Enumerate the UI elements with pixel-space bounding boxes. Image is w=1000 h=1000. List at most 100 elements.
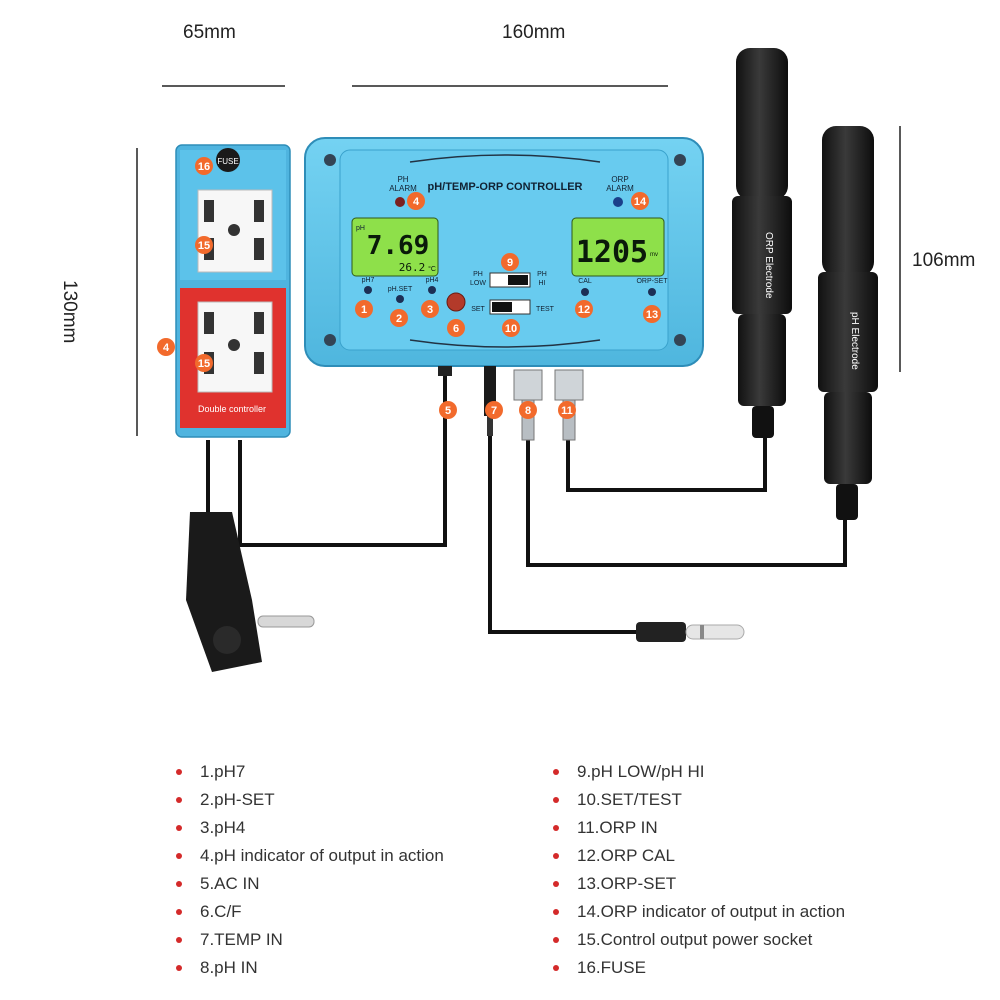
legend-item: 13.ORP-SET	[553, 874, 676, 894]
callout-8: 8	[519, 401, 537, 419]
ph-lcd	[351, 217, 439, 277]
product-diagram: FUSE Double controller pH/TEMP-ORP CONTR…	[136, 48, 901, 672]
test-label: TEST	[536, 306, 555, 313]
callout-15-top: 15	[195, 236, 213, 254]
callout-10: 10	[502, 319, 520, 337]
ph-hi-label-2: HI	[539, 280, 546, 287]
svg-text:4: 4	[413, 196, 420, 208]
orp-electrode-label: ORP Electrode	[763, 232, 774, 299]
svg-text:10: 10	[505, 323, 517, 335]
set-test-switch-knob	[492, 302, 512, 312]
svg-text:2: 2	[396, 313, 402, 325]
set-label: SET	[471, 306, 485, 313]
svg-text:15: 15	[198, 358, 210, 370]
callout-9: 9	[501, 253, 519, 271]
callout-3: 3	[421, 300, 439, 318]
callout-1: 1	[355, 300, 373, 318]
orp-alarm-label-2: ALARM	[606, 184, 634, 193]
cal-button[interactable]	[581, 288, 589, 296]
cal-label: CAL	[578, 278, 592, 285]
ph-alarm-label-1: PH	[397, 175, 408, 184]
orpset-label: ORP-SET	[636, 278, 668, 285]
ph-low-hi-switch-knob	[508, 275, 528, 285]
ph7-button[interactable]	[364, 286, 372, 294]
svg-text:14: 14	[634, 196, 647, 208]
orp-alarm-led	[613, 197, 623, 207]
temp-probe-plug	[636, 622, 745, 642]
socket-box-label: Double controller	[198, 404, 266, 414]
orp-unit: mv	[650, 252, 658, 258]
svg-text:12: 12	[578, 304, 590, 316]
ph4-button[interactable]	[428, 286, 436, 294]
ph-value: 7.69	[367, 231, 430, 261]
callout-4-box: 4	[157, 338, 175, 356]
phset-label: pH.SET	[388, 286, 413, 293]
svg-text:1: 1	[361, 304, 367, 316]
ph-lcd-label: pH	[356, 225, 365, 232]
svg-text:3: 3	[427, 304, 433, 316]
callout-12: 12	[575, 300, 593, 318]
legend-item: 1.pH7	[176, 762, 245, 782]
connectors	[438, 366, 584, 441]
svg-text:7: 7	[491, 405, 497, 417]
callout-14: 14	[631, 192, 649, 210]
svg-text:8: 8	[525, 405, 531, 417]
ph-low-label-1: PH	[473, 271, 483, 278]
orp-value: 1205	[576, 235, 648, 270]
legend-item: 10.SET/TEST	[553, 790, 682, 810]
socket-box: FUSE Double controller	[175, 144, 291, 438]
callout-5: 5	[439, 401, 457, 419]
legend-item: 11.ORP IN	[553, 818, 658, 838]
ph4-label: pH4	[426, 277, 439, 284]
fuse-label: FUSE	[217, 157, 238, 166]
legend-item: 6.C/F	[176, 902, 242, 922]
ph-alarm-led	[395, 197, 405, 207]
dim-height-probe: 106mm	[912, 250, 976, 271]
svg-text:13: 13	[646, 309, 658, 321]
callout-4: 4	[407, 192, 425, 210]
legend-item: 2.pH-SET	[176, 790, 275, 810]
temp-unit: °C	[428, 265, 436, 273]
legend-item: 8.pH IN	[176, 958, 258, 978]
legend-item: 14.ORP indicator of output in action	[553, 902, 845, 922]
dim-width-small: 65mm	[183, 22, 236, 43]
svg-text:9: 9	[507, 257, 513, 269]
callout-16: 16	[195, 157, 213, 175]
orp-alarm-label-1: ORP	[611, 175, 628, 184]
ph-alarm-label-2: ALARM	[389, 184, 417, 193]
dim-width-main: 160mm	[502, 22, 566, 43]
ph7-label: pH7	[362, 277, 375, 284]
svg-text:15: 15	[198, 240, 210, 252]
callout-6: 6	[447, 319, 465, 337]
cables	[206, 372, 847, 634]
legend-item: 15.Control output power socket	[553, 930, 812, 950]
svg-text:11: 11	[561, 405, 573, 417]
legend-item: 16.FUSE	[553, 958, 646, 978]
legend-item: 5.AC IN	[176, 874, 260, 894]
controller-title: pH/TEMP-ORP CONTROLLER	[427, 181, 582, 193]
temp-value: 26.2	[399, 261, 426, 274]
svg-text:4: 4	[163, 342, 170, 354]
legend-item: 3.pH4	[176, 818, 245, 838]
ph-electrode-label: pH Electrode	[849, 312, 860, 370]
cf-button[interactable]	[446, 292, 466, 312]
callout-2: 2	[390, 309, 408, 327]
orp-lcd	[571, 217, 665, 277]
power-plug	[186, 512, 315, 672]
orpset-button[interactable]	[648, 288, 656, 296]
legend-item: 7.TEMP IN	[176, 930, 283, 950]
legend-item: 4.pH indicator of output in action	[176, 846, 444, 866]
svg-text:5: 5	[445, 405, 451, 417]
callout-15-bottom: 15	[195, 354, 213, 372]
ph-hi-label-1: PH	[537, 271, 547, 278]
callout-13: 13	[643, 305, 661, 323]
legend-item: 12.ORP CAL	[553, 846, 675, 866]
ph-electrode: pH Electrode	[818, 126, 878, 520]
svg-text:6: 6	[453, 323, 459, 335]
legend-item: 9.pH LOW/pH HI	[553, 762, 705, 782]
phset-button[interactable]	[396, 295, 404, 303]
svg-text:16: 16	[198, 161, 210, 173]
callout-11: 11	[558, 401, 576, 419]
callout-7: 7	[485, 401, 503, 419]
ph-low-label-2: LOW	[470, 280, 486, 287]
